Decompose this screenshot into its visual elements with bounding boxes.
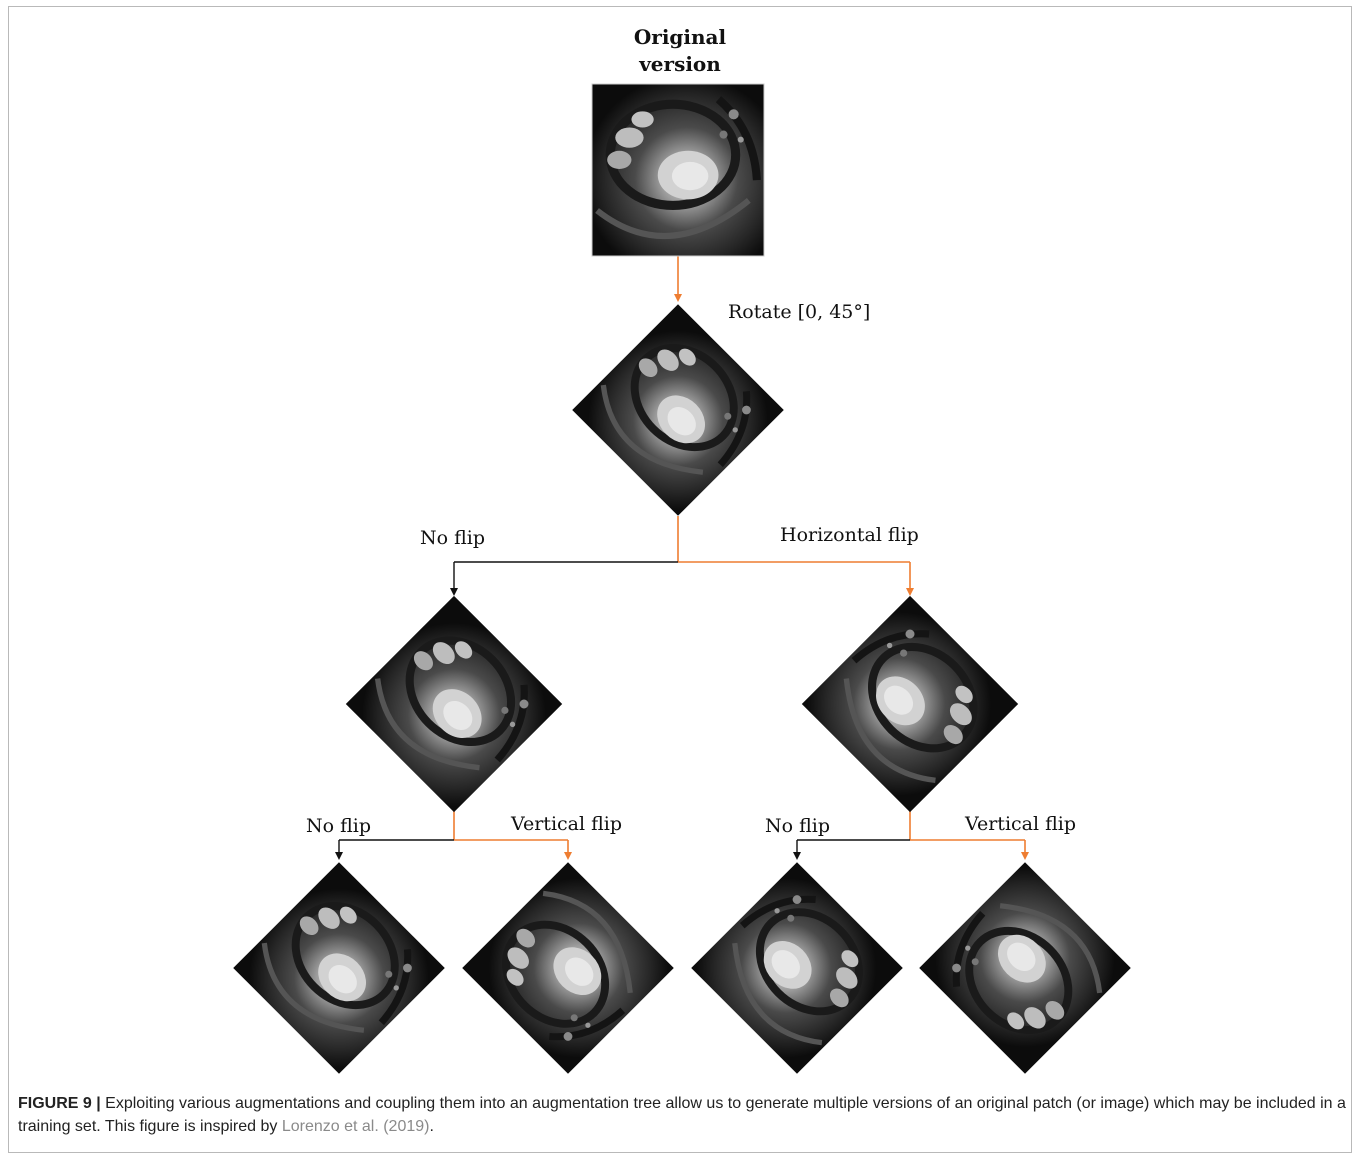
augmentation-tree-diagram bbox=[0, 83, 1360, 1090]
caption-text: Exploiting various augmentations and cou… bbox=[18, 1095, 1346, 1135]
level1-no-flip-label: No flip bbox=[420, 527, 486, 549]
horizontal-flip-no-flip-mri-image bbox=[691, 862, 903, 1074]
no-flip-mri-image bbox=[346, 596, 562, 812]
title-line-1: Original bbox=[633, 25, 727, 49]
rotated-mri-image bbox=[572, 304, 784, 516]
level2-right-no-flip-label: No flip bbox=[765, 815, 831, 837]
title-line-2: version bbox=[639, 52, 721, 76]
horizontal-flip-vertical-flip-mri-image bbox=[919, 862, 1131, 1074]
no-flip-vertical-flip-mri-image bbox=[462, 862, 674, 1074]
original-version-title: Original version bbox=[580, 24, 780, 78]
caption-end: . bbox=[429, 1118, 434, 1135]
horizontal-flip-mri-image bbox=[802, 596, 1018, 812]
original-mri-image bbox=[591, 83, 765, 257]
rotate-label: Rotate [0, 45°] bbox=[728, 301, 871, 323]
edge-original-to-rotate bbox=[674, 256, 682, 302]
level2-left-vertical-flip-label: Vertical flip bbox=[511, 813, 623, 835]
figure-caption: FIGURE 9 | Exploiting various augmentati… bbox=[18, 1092, 1346, 1138]
level1-horizontal-flip-label: Horizontal flip bbox=[780, 524, 919, 546]
no-flip-no-flip-mri-image bbox=[233, 862, 445, 1074]
level2-right-vertical-flip-label: Vertical flip bbox=[965, 813, 1077, 835]
citation-link[interactable]: Lorenzo et al. (2019) bbox=[281, 1118, 430, 1135]
figure-number: FIGURE 9 | bbox=[18, 1095, 101, 1112]
edge-right-to-level2 bbox=[793, 810, 1029, 860]
edge-rotate-to-level1 bbox=[450, 516, 914, 596]
level2-left-no-flip-label: No flip bbox=[306, 815, 372, 837]
edge-left-to-level2 bbox=[335, 810, 572, 860]
